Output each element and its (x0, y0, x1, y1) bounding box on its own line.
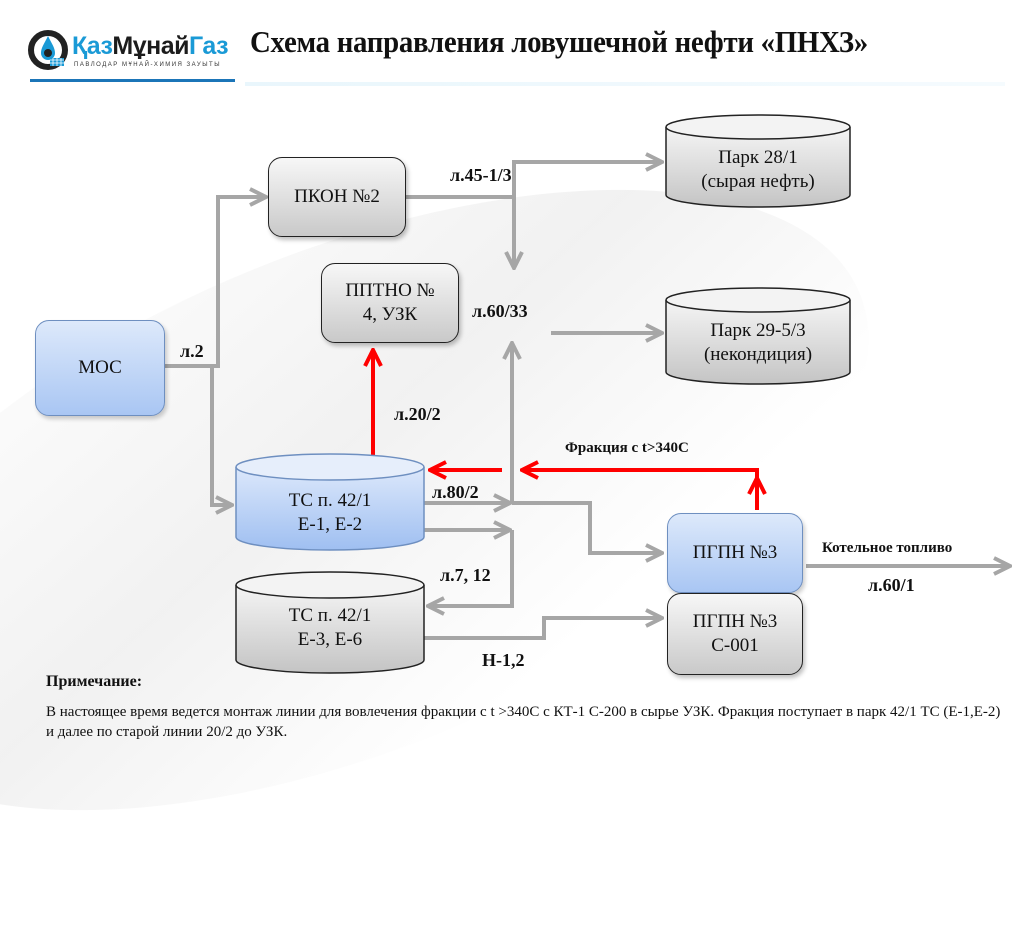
node-mos-label: МОС (78, 357, 122, 379)
node-pptno-line2: 4, УЗК (362, 304, 418, 325)
node-pkon-2: ПКОН №2 (268, 157, 406, 237)
node-park28-label: Парк 28/1(сырая нефть) (701, 146, 814, 194)
label-l60-1: л.60/1 (868, 575, 915, 595)
label-l2: л.2 (180, 341, 204, 361)
node-pptno-line1: ППТНО № (345, 280, 435, 302)
node-pgpn3-label: ПГПН №3 (692, 542, 778, 564)
node-tc-e36-line1: ТС п. 42/1 (288, 605, 372, 627)
node-park29-label: Парк 29-5/3(некондиция) (704, 319, 812, 367)
node-park-29-5-3: Парк 29-5/3(некондиция) (666, 313, 850, 373)
logo-name: ҚазМұнайГаз (72, 32, 228, 61)
node-tc-e36-line2: Е-3, Е-6 (297, 629, 363, 650)
logo-name-part2: Газ (189, 32, 228, 60)
node-pgpn3-c001-line2: С-001 (711, 635, 759, 656)
node-pkon-label: ПКОН №2 (294, 186, 380, 208)
line-tc-e36-to-pgpn3-c001 (424, 618, 662, 640)
label-l80-2: л.80/2 (432, 482, 479, 502)
note-text: В настоящее время ведется монтаж линии д… (46, 704, 1001, 740)
oil-drop-icon (28, 30, 68, 70)
node-pgpn3-c001-line1: ПГПН №3 (692, 611, 778, 633)
company-logo: ҚазМұнайГаз ПАВЛОДАР МҰНАЙ-ХИМИЯ ЗАУЫТЫ (24, 26, 244, 76)
cylinder-park28 (665, 114, 851, 208)
node-park29-line2: (некондиция) (703, 344, 813, 365)
node-mos: МОС (35, 320, 165, 416)
label-l7-12: л.7, 12 (440, 565, 491, 585)
label-boiler-fuel: Котельное топливо (822, 540, 953, 556)
label-n-1-2: Н-1,2 (482, 650, 525, 670)
cylinder-park29 (665, 287, 851, 385)
flow-lines (165, 114, 1024, 674)
cylinder-tc-e36 (235, 571, 425, 674)
note-title: Примечание: (46, 673, 143, 690)
node-park29-line1: Парк 29-5/3 (710, 320, 806, 342)
node-park28-line1: Парк 28/1 (718, 147, 798, 169)
label-fraction: Фракция с t>340С (565, 440, 689, 456)
line-pkon-to-park28 (406, 162, 662, 199)
node-tc-e12-line2: Е-1, Е-2 (297, 514, 363, 535)
logo-underline (30, 79, 235, 82)
cylinder-tc-e12 (235, 453, 425, 551)
line-mos-to-pkon (165, 197, 266, 368)
node-park-28-1: Парк 28/1(сырая нефть) (666, 140, 850, 200)
title-underline (245, 82, 1005, 86)
line-l80-to-pgpn3 (512, 501, 662, 553)
label-l45-1-3: л.45-1/3 (450, 165, 512, 185)
label-l20-2: л.20/2 (394, 404, 441, 424)
node-tc-e12-line1: ТС п. 42/1 (288, 490, 372, 512)
line-mos-to-tc-e12 (210, 366, 232, 505)
logo-subtitle: ПАВЛОДАР МҰНАЙ-ХИМИЯ ЗАУЫТЫ (74, 62, 222, 68)
logo-name-part1: ҚазМұнай (72, 32, 190, 60)
page-title: Схема направления ловушечной нефти «ПНХЗ… (250, 24, 868, 59)
label-l60-33: л.60/33 (472, 301, 528, 321)
node-park28-line2: (сырая нефть) (701, 171, 815, 192)
line-l7-12-to-tc-e36 (428, 530, 514, 606)
node-pgpn-3: ПГПН №3 (667, 513, 803, 593)
